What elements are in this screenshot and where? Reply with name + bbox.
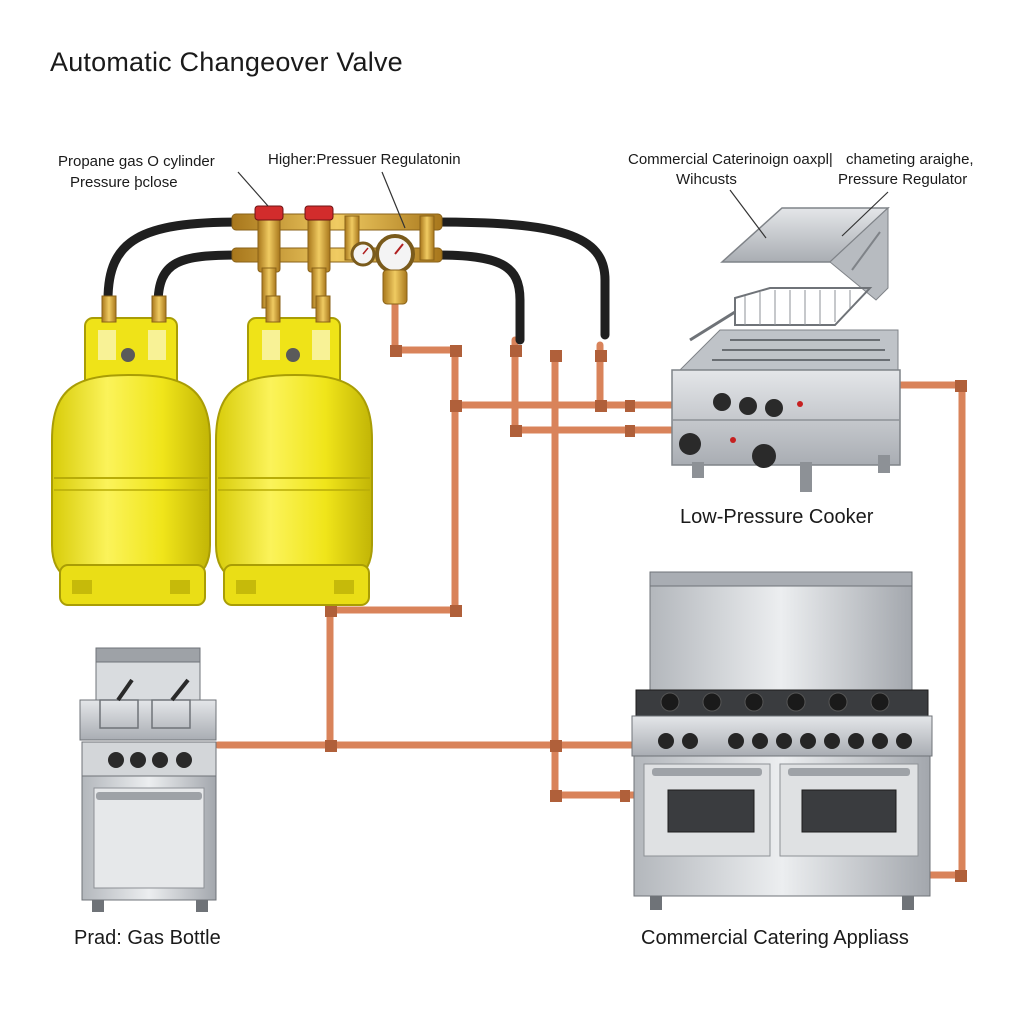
pipe-fittings [325,345,967,882]
pipe-main-down [551,351,639,799]
low-pressure-cooker-label: Low-Pressure Cooker [680,506,874,528]
gas-bottle-label: Prad: Gas Bottle [74,927,221,949]
propane-cylinder-right [215,295,373,606]
diagram-title: Automatic Changeover Valve [50,47,403,77]
pipe-regulator-to-cooker [326,296,459,749]
pipe-right-loop [896,381,966,879]
catering-range [631,571,933,910]
hose-second-cylinder [153,250,245,310]
leader-lines [237,171,889,239]
changeover-valve-manifold [231,205,443,309]
propane-cylinder-left [51,295,211,606]
cylinder-label-line2: Pressure þclose [70,174,178,191]
hose-right-outer [430,217,610,340]
appliance-label-line2: Wihcusts [676,171,737,188]
hose-right-inner [430,250,525,345]
cylinder-label-line1: Propane gas O cylinder [58,153,215,170]
hoses [103,217,610,345]
low-pressure-cooker [671,206,901,492]
catering-appliances-label: Commercial Catering Appliass [641,927,909,949]
appliance-label-line1: Commercial Caterinoign oaxpl| [628,151,833,168]
copper-pipe-network [214,296,966,879]
pressure-regulator-label-line1: chameting araighe, [846,151,974,168]
pressure-regulator-label-line2: Pressure Regulator [838,171,968,188]
hose-left-cylinder [103,217,245,305]
regulator-label: Higher:Pressuer Regulatonin [268,151,461,168]
fryer-unit [79,647,217,912]
pipe-cooker-feed [511,336,676,434]
